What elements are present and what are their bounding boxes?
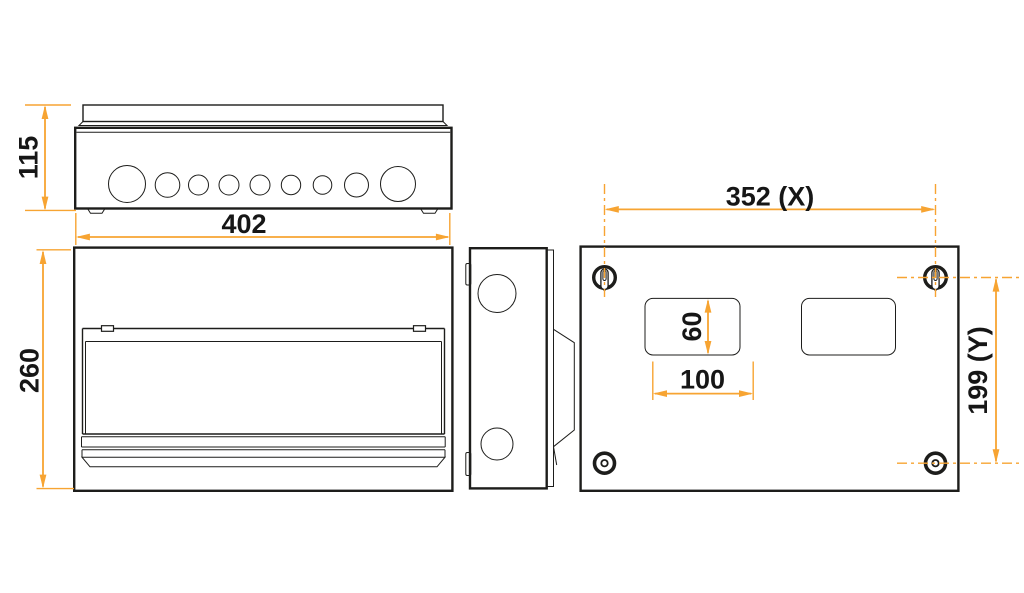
knockout-circle-large-left	[108, 165, 146, 203]
top-view-lid-lip	[77, 121, 449, 126]
knockout-circle	[280, 174, 302, 196]
top-view-body	[73, 126, 453, 210]
cable-cutout-right	[801, 297, 896, 356]
dimension-top-width-402: 402	[75, 209, 451, 245]
dim-label-cutout-width: 100	[680, 365, 725, 395]
front-view-enclosure	[72, 246, 454, 493]
knockout-circle	[154, 172, 181, 198]
front-bottom-flap	[80, 456, 447, 468]
dimension-front-height-260: 260	[15, 249, 74, 490]
dim-label-top-width: 402	[221, 209, 266, 239]
knockout-circle	[218, 174, 240, 196]
side-view	[465, 246, 575, 490]
cable-cutout-left	[644, 297, 741, 356]
mounting-hole-bottom-left	[592, 451, 617, 476]
door-clip-right	[412, 325, 427, 332]
dimension-mounting-height-199: 199 (Y)	[897, 276, 1022, 464]
top-view-foot-right	[419, 208, 439, 214]
knockout-circle-large-right	[380, 166, 416, 202]
back-view	[579, 245, 960, 493]
knockout-holes	[108, 165, 416, 203]
knockout-circle	[312, 175, 333, 195]
dimension-top-height-115: 115	[14, 104, 76, 212]
side-door-bracket	[553, 328, 575, 448]
dim-label-front-height: 260	[15, 348, 45, 393]
side-door-edge-strip	[546, 249, 554, 487]
front-view	[72, 246, 454, 493]
dim-label-mounting-width: 352 (X)	[726, 182, 815, 212]
front-door-side-edges	[81, 328, 446, 434]
mounting-keyhole-top-left	[592, 265, 618, 292]
top-view	[73, 104, 453, 214]
dim-label-mounting-height: 199 (Y)	[963, 326, 993, 415]
back-view-panel	[579, 245, 960, 493]
dimension-cutout-width-100: 100	[652, 361, 754, 400]
knockout-circle	[249, 174, 271, 196]
knockout-circle	[188, 174, 209, 196]
dim-label-top-height: 115	[14, 136, 44, 180]
front-lower-strip	[81, 449, 446, 458]
side-view-body	[468, 246, 548, 490]
knockout-circle	[344, 172, 369, 198]
top-view-foot-left	[86, 208, 106, 214]
door-clip-left	[100, 325, 115, 332]
front-bottom-band	[81, 436, 446, 448]
front-door-inner-outline	[85, 341, 442, 434]
side-knockout-bottom	[480, 427, 514, 461]
top-view-lid	[82, 104, 444, 123]
dimension-cutout-height-60: 60	[677, 299, 712, 355]
dim-label-cutout-height: 60	[677, 311, 707, 341]
dimension-mounting-width-352: 352 (X)	[603, 182, 937, 297]
side-door-bracket-hook	[553, 446, 558, 466]
side-knockout-top	[477, 274, 517, 313]
